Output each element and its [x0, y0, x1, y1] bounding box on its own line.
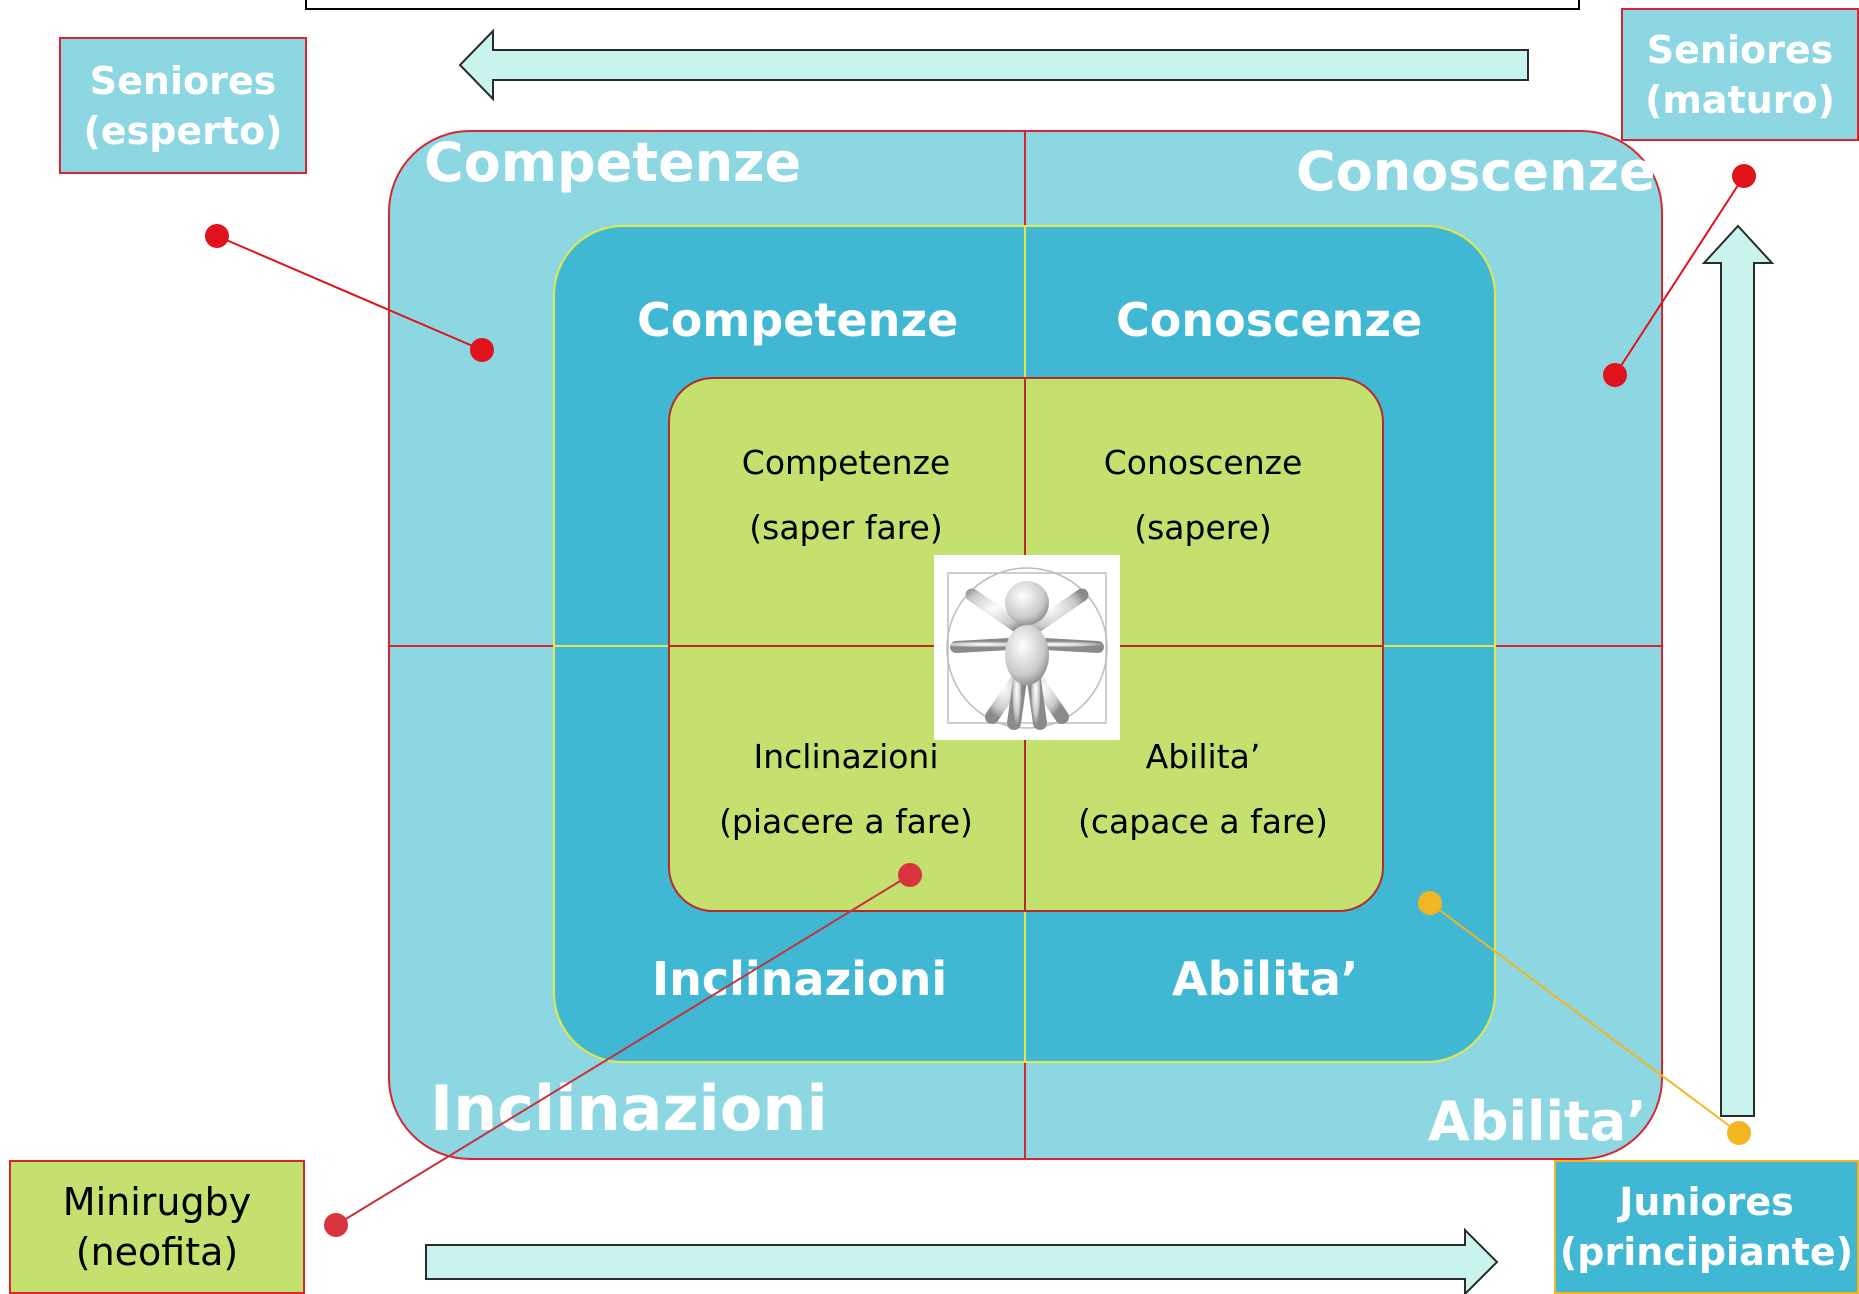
seniores-esperto-line1: Seniores: [89, 58, 277, 103]
inner-conoscenze-title: Conoscenze: [1103, 443, 1303, 482]
connector-minirugby: [335, 874, 911, 1226]
minirugby-line2: (neofita): [75, 1230, 239, 1274]
seniores-maturo-line1: Seniores: [1646, 27, 1834, 72]
inner-abilita-subtitle: (capace a fare): [1078, 802, 1328, 841]
connector-juniores: [1429, 902, 1740, 1134]
middle-label-abilita: Abilita’: [1172, 952, 1359, 1006]
connector-dot: [1732, 164, 1756, 188]
vitruvian-man-image: [934, 555, 1120, 740]
outer-label-inclinazioni: Inclinazioni: [430, 1072, 828, 1145]
minirugby-line1: Minirugby: [62, 1180, 252, 1224]
connector-dot: [1418, 891, 1442, 915]
connector-dot: [1603, 363, 1627, 387]
seniores-esperto-line2: (esperto): [83, 108, 283, 153]
connector-dot: [205, 224, 229, 248]
outer-label-conoscenze: Conoscenze: [1296, 140, 1656, 203]
seniores-maturo-line2: (maturo): [1644, 77, 1836, 122]
top-frame: [305, 0, 1580, 10]
outer-label-competenze: Competenze: [424, 131, 802, 194]
inner-competenze-title: Competenze: [741, 443, 951, 482]
seniores-esperto-box: Seniores (esperto): [59, 37, 307, 174]
juniores-box: Juniores (principiante): [1554, 1160, 1859, 1294]
inner-abilita-title: Abilita’: [1145, 737, 1261, 776]
connector-dot: [1727, 1121, 1751, 1145]
connector-dot: [898, 863, 922, 887]
inner-quadrant-inclinazioni: Inclinazioni (piacere a fare): [696, 724, 996, 854]
juniores-line1: Juniores: [1619, 1180, 1794, 1224]
minirugby-box: Minirugby (neofita): [9, 1160, 305, 1294]
inner-quadrant-conoscenze: Conoscenze (sapere): [1063, 430, 1343, 560]
middle-label-inclinazioni: Inclinazioni: [652, 952, 948, 1006]
inner-quadrant-competenze: Competenze (saper fare): [706, 430, 986, 560]
connector-seniores-esperto: [216, 235, 483, 351]
seniores-maturo-box: Seniores (maturo): [1621, 8, 1859, 141]
inner-conoscenze-subtitle: (sapere): [1134, 508, 1272, 547]
inner-inclinazioni-subtitle: (piacere a fare): [719, 802, 973, 841]
outer-label-abilita: Abilita’: [1428, 1090, 1647, 1153]
connector-dot: [324, 1213, 348, 1237]
inner-inclinazioni-title: Inclinazioni: [753, 737, 939, 776]
middle-label-competenze: Competenze: [637, 293, 959, 347]
arrow-bottom-right: [425, 1227, 1499, 1294]
juniores-line2: (principiante): [1559, 1230, 1854, 1274]
inner-quadrant-abilita: Abilita’ (capace a fare): [1053, 724, 1353, 854]
vitruvian-man-icon: [946, 567, 1108, 730]
middle-label-conoscenze: Conoscenze: [1116, 293, 1423, 347]
arrow-top-left: [458, 28, 1529, 102]
connector-dot: [470, 338, 494, 362]
inner-competenze-subtitle: (saper fare): [749, 508, 943, 547]
arrow-right-up: [1701, 224, 1775, 1117]
connector-seniores-maturo: [1614, 175, 1745, 376]
